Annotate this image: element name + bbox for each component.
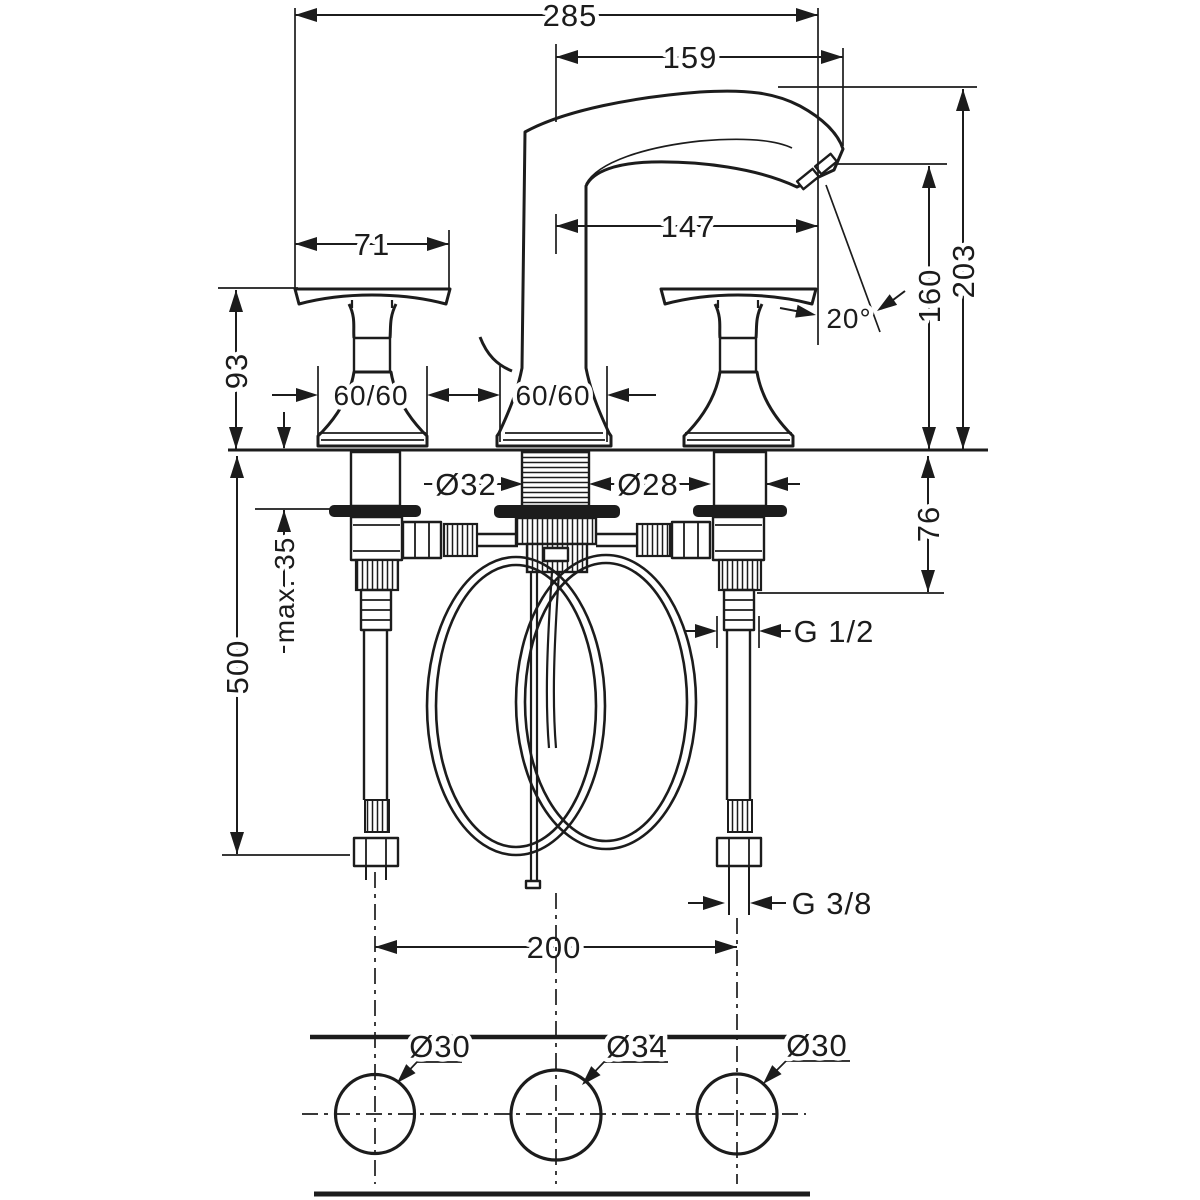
dim-hose-length-label: 500: [220, 640, 255, 695]
dim-overall-width: 285: [295, 0, 818, 38]
dim-escutcheon-left-label: 60/60: [333, 380, 408, 411]
hole-center-label: Ø34: [606, 1029, 668, 1064]
dim-spout-outlet-height: 160: [908, 166, 952, 449]
dim-spray-angle: 20°: [779, 184, 906, 339]
dim-escutcheon-center-label: 60/60: [515, 380, 590, 411]
spout: [478, 89, 845, 448]
dim-hole-spacing-label: 200: [527, 930, 582, 965]
dim-spout-tip-offset-label: 159: [663, 40, 718, 75]
extension-lines: [218, 8, 977, 289]
dim-under-deck-clearance: 76: [907, 456, 951, 592]
dim-spray-angle-label: 20°: [826, 303, 871, 334]
aerator: [795, 152, 839, 191]
hole-left-callout: Ø30: [397, 1025, 474, 1083]
hole-left-label: Ø30: [409, 1029, 471, 1064]
mounting-hole-left: [333, 1072, 417, 1156]
center-tee-block: [514, 516, 598, 574]
dim-spout-outlet-height-label: 160: [912, 269, 947, 324]
hole-center-callout: Ø34: [582, 1025, 671, 1085]
dim-side-connection-label: G 1/2: [794, 614, 875, 649]
right-valve: [596, 515, 766, 592]
right-handle: [659, 287, 818, 448]
centerlines: [302, 872, 806, 1184]
left-valve: [349, 515, 518, 592]
dim-escutcheon-center: 60/60: [478, 376, 656, 416]
drain-rod: [524, 572, 542, 890]
dim-side-connection: G 1/2: [684, 610, 878, 654]
dim-hole-spacing: 200: [375, 926, 737, 970]
center-threaded-shank: [520, 450, 591, 508]
right-flange: [693, 505, 787, 517]
dim-under-deck-clearance-label: 76: [911, 506, 946, 542]
dim-spout-reach: 147: [556, 205, 818, 249]
dim-center-shank-diameter-label: Ø32: [435, 467, 497, 502]
dim-side-shank-diameter-label: Ø28: [617, 467, 679, 502]
dim-total-height-label: 203: [946, 244, 981, 299]
dim-supply-connection: G 3/8: [688, 882, 876, 926]
left-supply-hose: [352, 588, 400, 880]
dim-spout-tip-offset: 159: [556, 36, 843, 80]
right-shank: [712, 450, 768, 508]
hose-loops: [425, 553, 698, 857]
dim-max-deck-thickness: max. 35: [265, 412, 305, 653]
dim-spout-reach-label: 147: [661, 209, 716, 244]
dim-total-height: 203: [942, 89, 986, 449]
dim-overall-width-label: 285: [543, 0, 598, 33]
left-shank: [349, 450, 402, 508]
plan-view: Ø30 Ø34 Ø30: [310, 1024, 851, 1197]
center-flange: [494, 505, 620, 518]
hole-right-label: Ø30: [786, 1028, 848, 1063]
dim-handle-width-label: 71: [354, 227, 390, 262]
dim-handle-height: 93: [215, 290, 259, 449]
hole-right-callout: Ø30: [763, 1024, 851, 1084]
elevation-view: [222, 89, 988, 915]
under-deck-assembly: [329, 450, 787, 592]
mounting-hole-right: [695, 1072, 779, 1156]
dim-supply-connection-label: G 3/8: [792, 886, 873, 921]
dim-max-deck-thickness-label: max. 35: [269, 537, 300, 644]
extension-lines-over: [317, 8, 819, 442]
left-flange: [329, 505, 421, 517]
right-supply-hose: [715, 588, 763, 915]
dimensions: 285 159 147 71 93: [215, 0, 986, 970]
dim-handle-height-label: 93: [219, 353, 254, 389]
dim-shank-diameters: Ø32 Ø28: [424, 463, 800, 507]
drain-lever: [478, 336, 513, 373]
dim-handle-width: 71: [295, 223, 449, 267]
dim-escutcheon-left: 60/60: [272, 376, 478, 416]
mounting-hole-center: [509, 1068, 603, 1162]
dim-hose-length: 500: [216, 456, 260, 854]
